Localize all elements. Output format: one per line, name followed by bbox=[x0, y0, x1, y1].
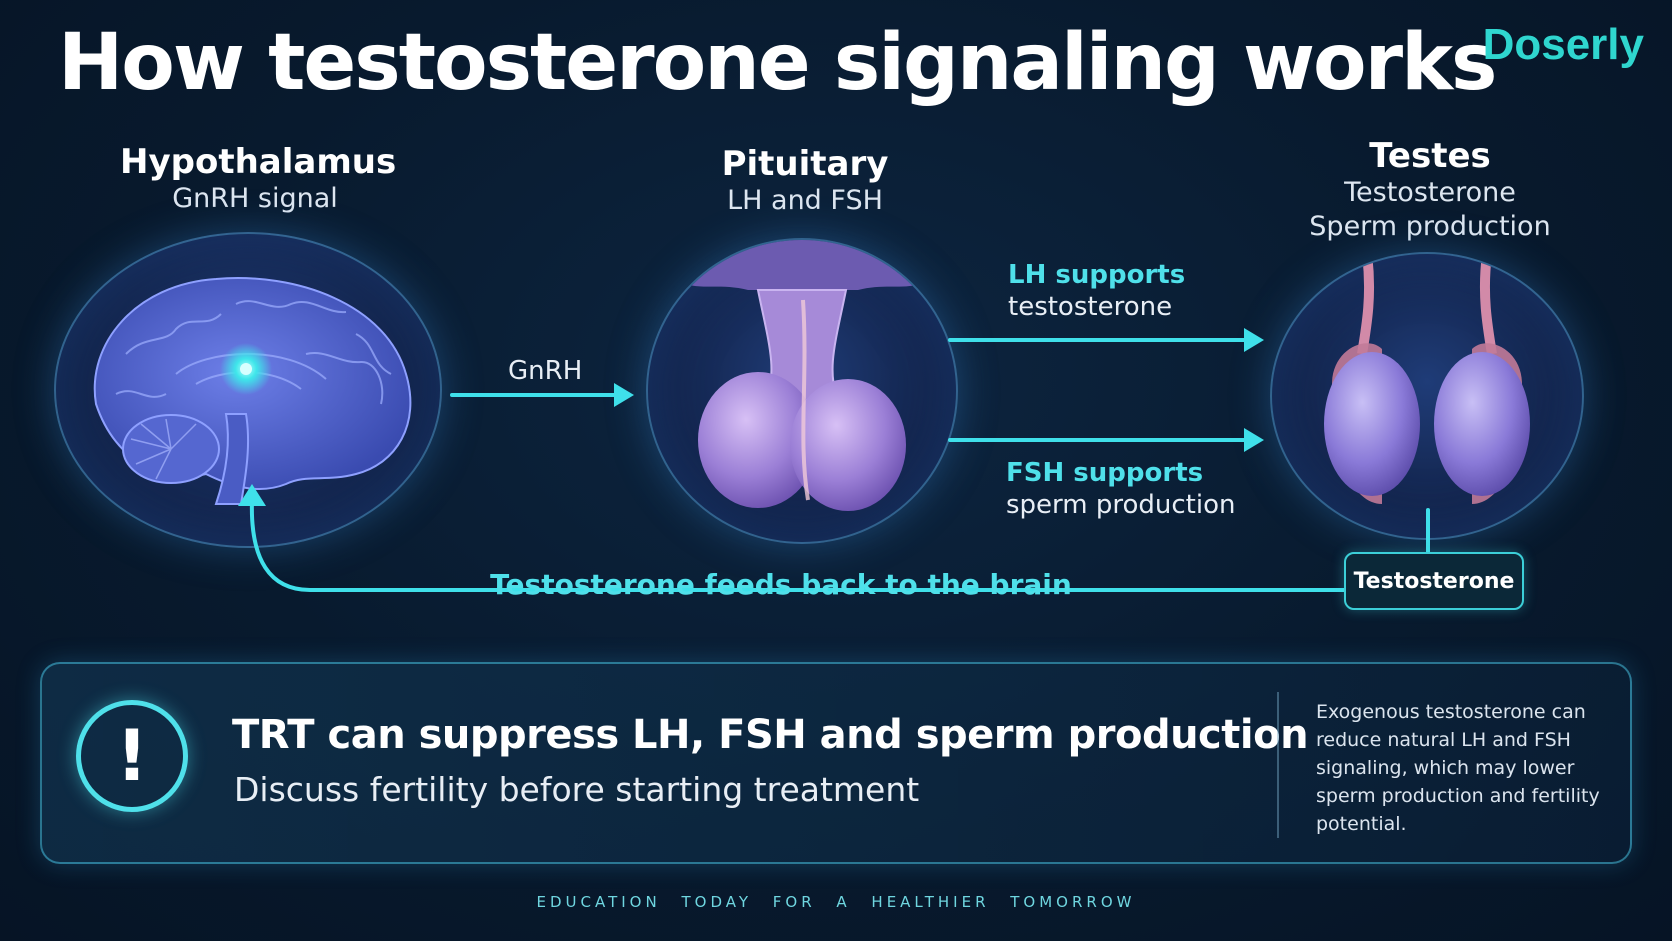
testes-title: Testes bbox=[1369, 136, 1491, 176]
testes-subtitle-1: Testosterone bbox=[1344, 177, 1516, 208]
warning-subheading: Discuss fertility before starting treatm… bbox=[234, 770, 920, 809]
feedback-label: Testosterone feeds back to the brain bbox=[490, 568, 1072, 601]
pituitary-title: Pituitary bbox=[721, 144, 889, 184]
hypothalamus-subtitle: GnRH signal bbox=[172, 183, 338, 214]
pituitary-subtitle: LH and FSH bbox=[727, 185, 883, 216]
footer-tagline: EDUCATION TODAY FOR A HEALTHIER TOMORROW bbox=[536, 893, 1136, 911]
fsh-label-2: sperm production bbox=[1006, 490, 1236, 520]
hypothalamus-title: Hypothalamus bbox=[120, 142, 397, 182]
testes-subtitle-2: Sperm production bbox=[1309, 211, 1551, 242]
pituitary-illustration bbox=[646, 238, 958, 544]
testes-icon bbox=[1324, 254, 1530, 504]
testosterone-badge: Testosterone bbox=[1344, 552, 1524, 610]
lh-label-2: testosterone bbox=[1008, 292, 1173, 322]
warning-note: Exogenous testosterone can reduce natura… bbox=[1316, 701, 1600, 835]
exclamation-icon: ! bbox=[76, 700, 188, 812]
lh-label-1: LH supports bbox=[1008, 260, 1186, 290]
fsh-label-1: FSH supports bbox=[1006, 458, 1204, 488]
gnrh-arrowhead bbox=[614, 383, 634, 407]
brain-icon bbox=[93, 277, 412, 505]
hypothalamus-heading: Hypothalamus GnRH signal bbox=[120, 142, 397, 216]
warning-heading: TRT can suppress LH, FSH and sperm produ… bbox=[232, 712, 1309, 758]
pituitary-gland-icon bbox=[648, 240, 956, 511]
panel-divider bbox=[1277, 692, 1279, 838]
gnrh-label: GnRH bbox=[508, 356, 583, 386]
brain-illustration bbox=[54, 232, 442, 548]
pituitary-heading: Pituitary LH and FSH bbox=[680, 144, 930, 218]
page-title: How testosterone signaling works bbox=[58, 18, 1497, 108]
fsh-arrowhead bbox=[1244, 428, 1264, 452]
testes-heading: Testes Testosterone Sperm production bbox=[1290, 136, 1570, 244]
lh-arrowhead bbox=[1244, 328, 1264, 352]
warning-panel bbox=[40, 662, 1632, 864]
testes-illustration bbox=[1270, 252, 1584, 540]
brand-logo: Doserly bbox=[1482, 20, 1644, 69]
